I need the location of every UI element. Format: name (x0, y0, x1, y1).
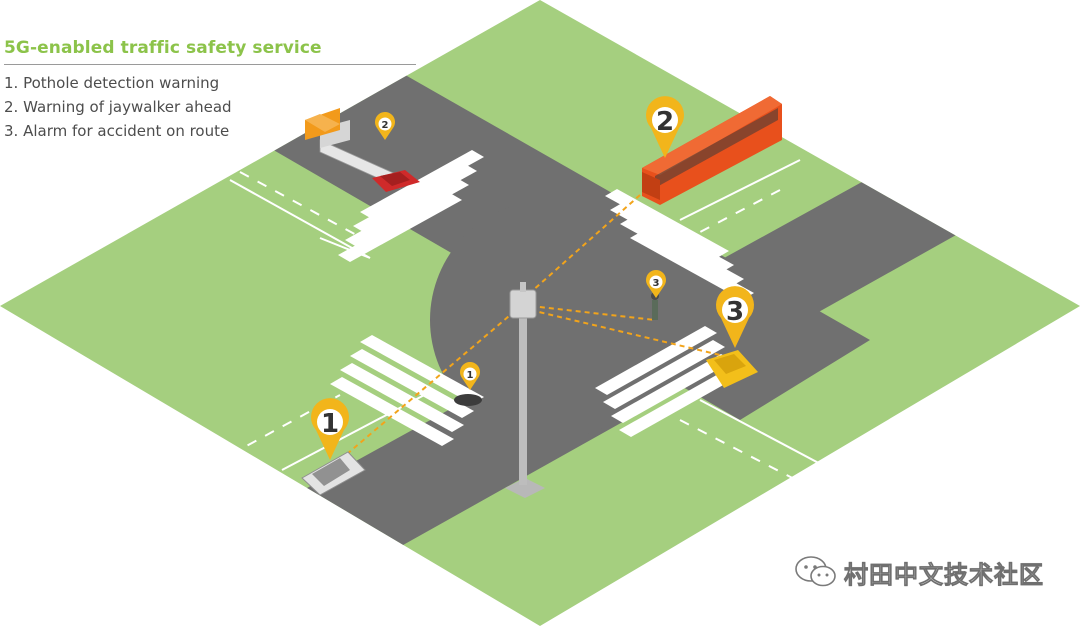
small-marker-1-label: 1 (467, 370, 474, 381)
marker-1-label: 1 (321, 409, 339, 439)
wechat-icon (795, 556, 836, 587)
small-marker-3-label: 3 (653, 278, 660, 289)
5g-tower (505, 282, 545, 498)
small-marker-2: 2 (375, 111, 395, 140)
legend-item-accident: 3. Alarm for accident on route (4, 122, 230, 140)
watermark: 村田中文技术社区 (794, 554, 1044, 590)
pothole (454, 394, 482, 406)
small-marker-2-label: 2 (382, 120, 389, 131)
small-marker-3: 3 (646, 270, 667, 298)
marker-2: 2 (646, 96, 684, 158)
watermark-text: 村田中文技术社区 (844, 560, 1044, 589)
marker-2-label: 2 (656, 107, 674, 137)
silver-car (301, 451, 366, 496)
red-bus (642, 96, 782, 205)
marker-1: 1 (310, 398, 349, 460)
crosswalk-south (595, 326, 741, 437)
legend-item-jaywalker: 2. Warning of jaywalker ahead (4, 98, 232, 116)
marker-3: 3 (716, 286, 755, 348)
crosswalk-east (605, 189, 754, 300)
legend: 5G-enabled traffic safety service 1. Pot… (4, 38, 416, 143)
red-car (372, 170, 420, 192)
legend-list: 1. Pothole detection warning 2. Warning … (4, 71, 416, 143)
legend-item-pothole: 1. Pothole detection warning (4, 74, 220, 92)
small-marker-1: 1 (460, 362, 480, 390)
yellow-car (706, 350, 758, 388)
legend-title: 5G-enabled traffic safety service (4, 38, 416, 65)
crosswalk-west (330, 335, 484, 446)
crosswalk-north (338, 150, 484, 262)
marker-3-label: 3 (726, 297, 744, 327)
signal-lines (339, 194, 721, 461)
